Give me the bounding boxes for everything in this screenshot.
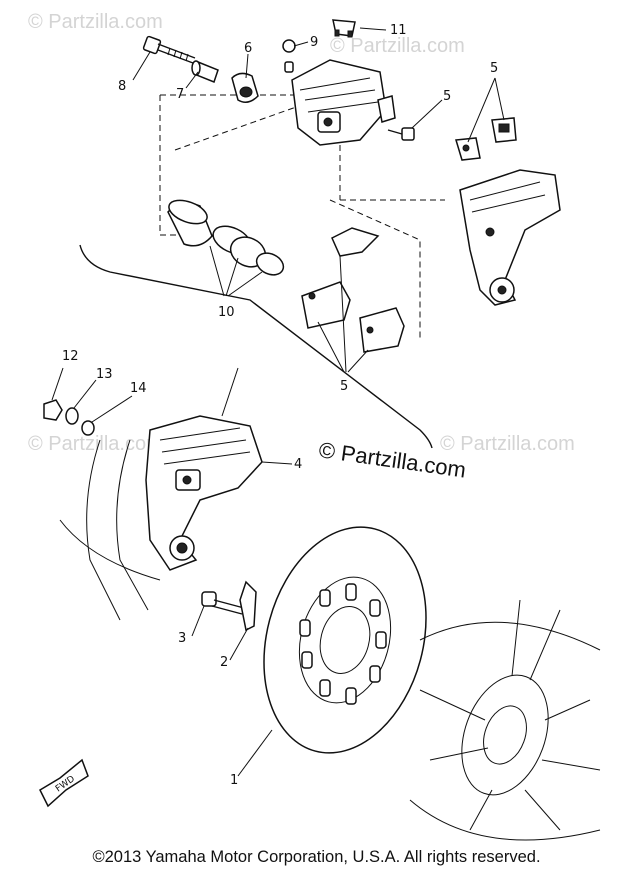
disc-vent-slots [299,583,387,705]
shim-part-5b [491,117,517,143]
cap-part-11 [332,19,356,38]
callout-12: 12 [62,349,79,364]
watermark: © Partzilla.com [28,11,163,33]
caliper-assembly-part-4 [145,415,263,571]
callout-2: 2 [220,655,228,670]
callout-3: 3 [178,631,186,646]
callout-6: 6 [244,41,252,56]
callout-5-shims: 5 [490,61,498,76]
watermark-group: © Partzilla.com © Partzilla.com © Partzi… [28,11,575,455]
bleed-screw-part-9 [282,39,296,73]
watermark: © Partzilla.com [330,35,465,57]
bolt-part-5 [387,127,415,141]
callout-9: 9 [310,35,318,50]
washer-part-14 [81,420,95,436]
watermark: © Partzilla.com [28,433,163,455]
callout-11: 11 [390,23,407,38]
washer-part-13 [65,407,79,425]
pad-spring-part-5 [331,227,380,257]
callout-13: 13 [96,367,113,382]
caliper-body-upper [291,59,396,146]
callout-7: 7 [176,87,184,102]
piston-seal-set-part-10 [167,199,285,276]
fwd-arrow-icon: FWD [39,758,89,808]
brake-pad-part-5a [301,281,351,329]
callout-labels: 8 7 6 9 11 5 5 10 5 4 12 13 14 3 2 1 [62,23,498,788]
brake-disc-part-1 [263,526,427,754]
nut-part-12 [43,399,63,421]
callout-4: 4 [294,457,302,472]
sleeve-part-7 [191,60,219,83]
callout-5-bolt: 5 [443,89,451,104]
caliper-assembled-upper [459,169,561,306]
wheel-hub-outline [409,599,601,841]
callout-5-pads: 5 [340,379,348,394]
leader-lines [51,27,505,777]
callout-8: 8 [118,79,126,94]
lock-plate-part-2 [239,580,257,632]
shim-part-5a [455,137,481,161]
callout-1: 1 [230,773,238,788]
copyright-notice: ©2013 Yamaha Motor Corporation, U.S.A. A… [92,848,541,866]
watermark: © Partzilla.com [440,433,575,455]
brake-pad-part-5b [359,307,405,353]
callout-10: 10 [218,305,235,320]
bolt-part-8 [142,35,196,64]
boot-part-6 [231,72,259,103]
bolt-part-3 [201,591,245,615]
callout-14: 14 [130,381,147,396]
fork-leg-outline [59,439,161,621]
